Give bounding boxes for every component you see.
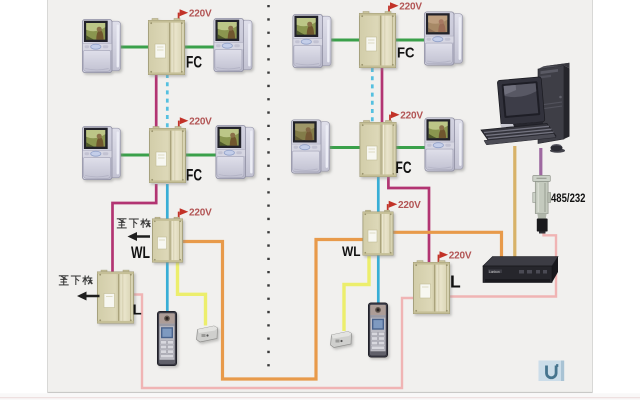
svg-text:Lonbon: Lonbon — [489, 270, 500, 274]
svg-text:485/232: 485/232 — [551, 191, 586, 205]
svg-text:FC: FC — [396, 159, 412, 177]
svg-text:L: L — [133, 301, 142, 318]
svg-text:L: L — [450, 272, 461, 292]
svg-text:FC: FC — [186, 166, 202, 184]
svg-text:WL: WL — [342, 243, 361, 259]
svg-text:FC: FC — [397, 45, 415, 62]
svg-text:WL: WL — [131, 244, 150, 262]
svg-text:FC: FC — [186, 53, 202, 71]
